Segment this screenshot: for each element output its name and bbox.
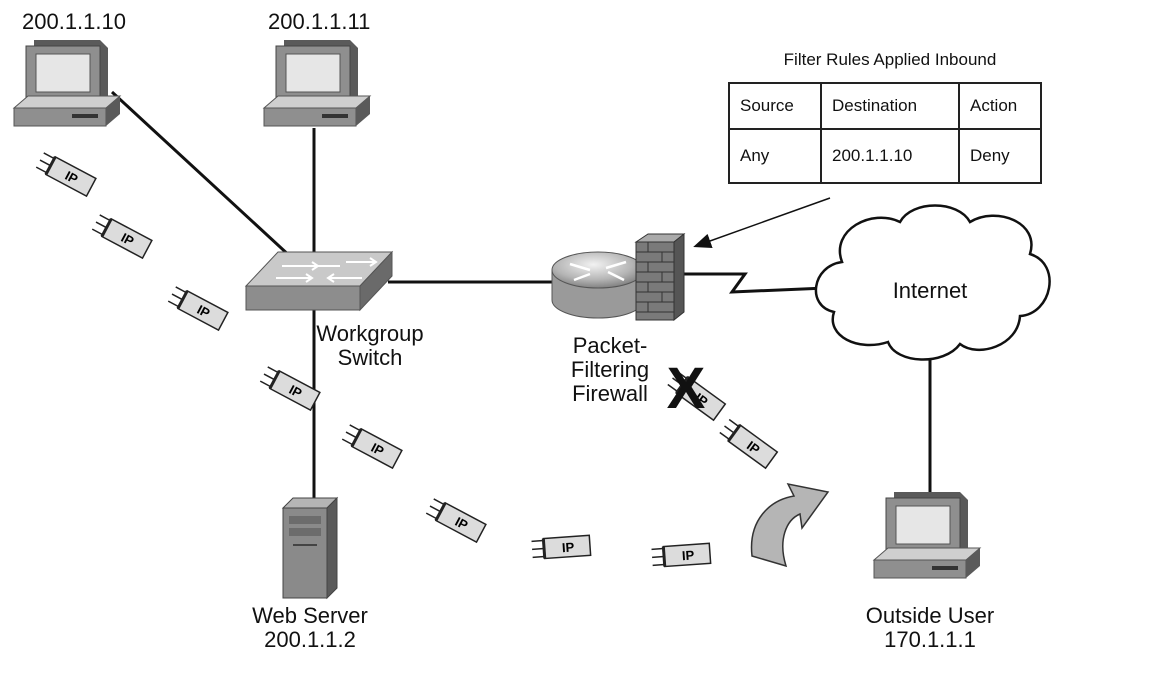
web-server-name: Web Server bbox=[252, 603, 368, 628]
ip-packet-label: IP bbox=[561, 539, 575, 555]
outside-user-pc-icon bbox=[872, 492, 982, 579]
web-server-label: Web Server 200.1.1.2 bbox=[240, 604, 380, 652]
ip-packet-icon: IP bbox=[341, 424, 403, 470]
packet-filtering-firewall-icon bbox=[551, 232, 686, 322]
outside-user-ip: 170.1.1.1 bbox=[884, 627, 976, 652]
outside-user-label: Outside User 170.1.1.1 bbox=[850, 604, 1010, 652]
link-pc1-switch bbox=[110, 90, 294, 260]
switch-label-line1: Workgroup bbox=[316, 321, 424, 346]
blocked-x-marker: X bbox=[667, 356, 706, 421]
switch-label-line2: Switch bbox=[337, 345, 403, 370]
ip-packet-icon: IP bbox=[35, 152, 97, 198]
pc-200-1-1-10 bbox=[12, 40, 122, 127]
rule-destination: 200.1.1.10 bbox=[820, 128, 960, 184]
ip-packet-icon: IP bbox=[719, 418, 779, 470]
ip-packet-icon: IP bbox=[259, 366, 321, 412]
switch-label: Workgroup Switch bbox=[310, 322, 430, 370]
ip-packet-icon: IP bbox=[167, 286, 229, 332]
ip-packet-icon: IP bbox=[667, 370, 727, 422]
ip-packet-icon: IP bbox=[651, 542, 712, 568]
web-server-icon bbox=[281, 496, 339, 600]
rule-pointer-arrow bbox=[693, 197, 831, 249]
internet-cloud-icon bbox=[814, 204, 1051, 361]
pc2-ip-label: 200.1.1.11 bbox=[268, 9, 371, 34]
pc1-ip-label: 200.1.1.10 bbox=[22, 9, 126, 34]
ip-packet-icon: IP bbox=[91, 214, 153, 260]
ip-packet-icon: IP bbox=[531, 534, 592, 560]
filter-rules-table: Source Destination Action Any 200.1.1.10… bbox=[728, 82, 1042, 184]
internet-label: Internet bbox=[892, 278, 968, 303]
rule-action: Deny bbox=[958, 128, 1042, 184]
pc-200-1-1-11 bbox=[262, 40, 372, 127]
connection-lines bbox=[110, 90, 932, 500]
header-source: Source bbox=[728, 82, 822, 130]
firewall-label-line2: Filtering bbox=[570, 357, 650, 382]
header-action: Action bbox=[958, 82, 1042, 130]
firewall-label: Packet- Filtering Firewall bbox=[550, 334, 670, 406]
ip-packet-label: IP bbox=[681, 547, 695, 563]
filter-rules-title: Filter Rules Applied Inbound bbox=[783, 50, 997, 69]
outside-user-name: Outside User bbox=[865, 603, 995, 628]
packet-return-arrow-icon bbox=[750, 482, 830, 568]
firewall-label-line3: Firewall bbox=[572, 381, 648, 406]
link-firewall-internet bbox=[676, 272, 827, 294]
firewall-label-line1: Packet- bbox=[572, 333, 648, 358]
ip-packet-icon: IP bbox=[425, 498, 487, 544]
workgroup-switch-icon bbox=[244, 250, 394, 312]
header-destination: Destination bbox=[820, 82, 960, 130]
rule-source: Any bbox=[728, 128, 822, 184]
filter-rule-row: Any 200.1.1.10 Deny bbox=[728, 128, 1042, 184]
filter-rules-header-row: Source Destination Action bbox=[728, 82, 1042, 130]
web-server-ip: 200.1.1.2 bbox=[264, 627, 356, 652]
